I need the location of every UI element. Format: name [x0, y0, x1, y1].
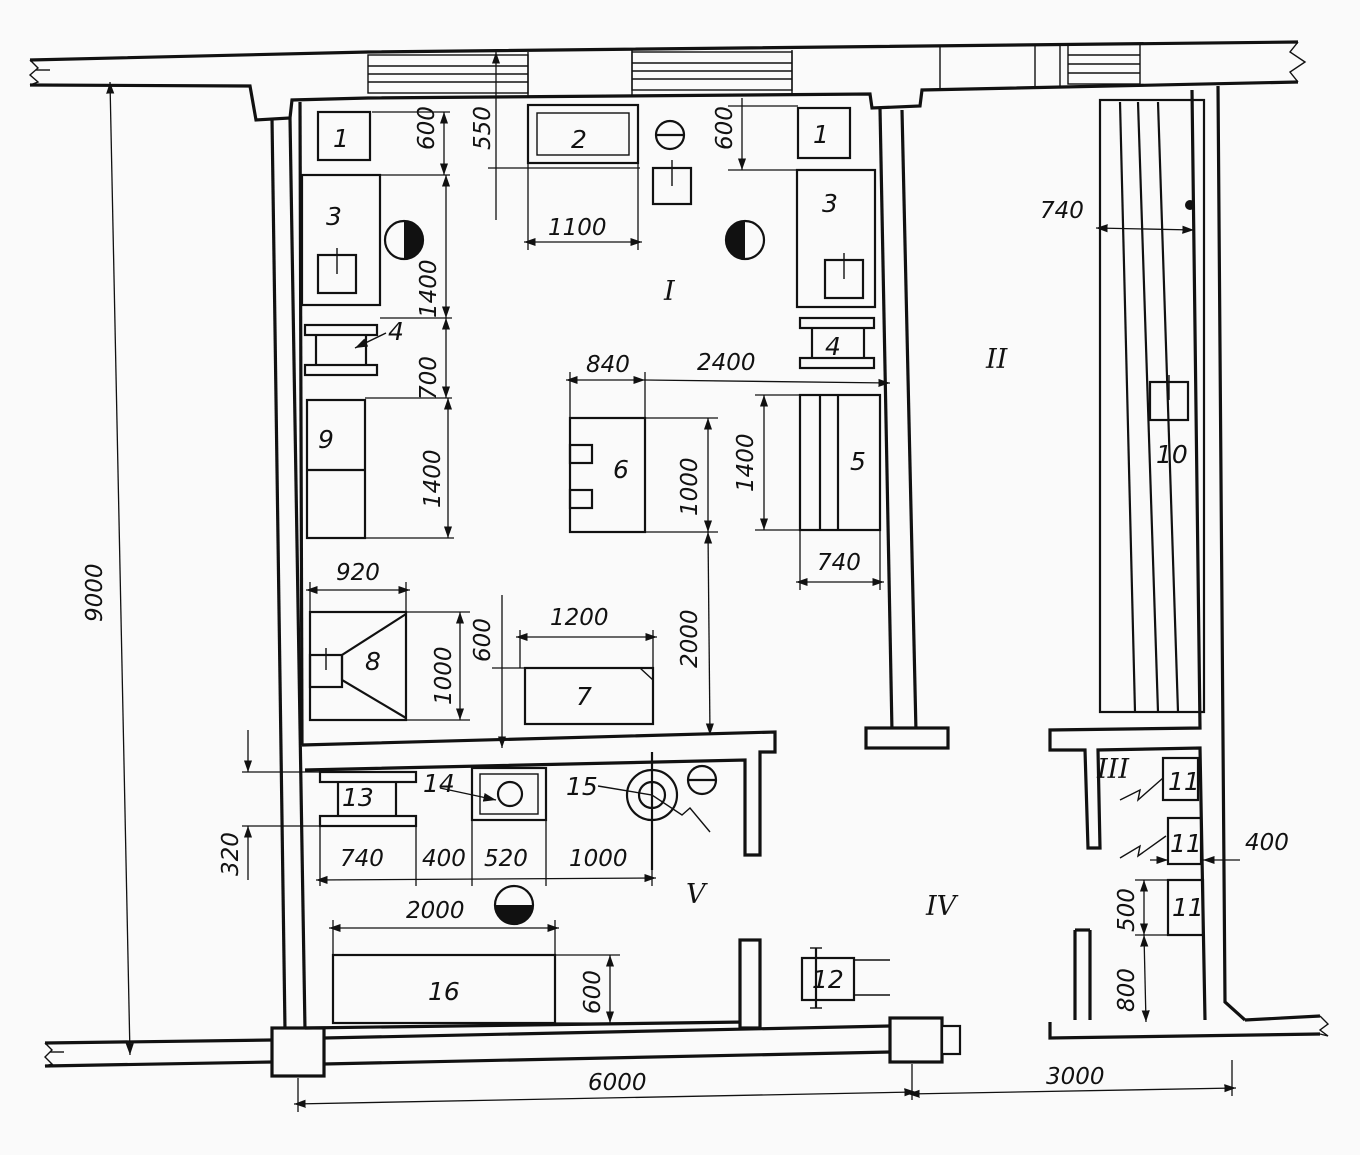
- svg-text:840: 840: [586, 352, 630, 378]
- partition-wall-I-V: [301, 730, 777, 1030]
- svg-text:3: 3: [326, 202, 342, 231]
- svg-text:1: 1: [813, 120, 829, 149]
- svg-text:1400: 1400: [733, 433, 759, 492]
- outer-wall-top: [28, 40, 1307, 122]
- item-8: 8: [308, 610, 408, 722]
- item-4-left: 4: [303, 317, 404, 377]
- dimension-labels: 600 550 1100 600 1400 700 1400 840 2400 …: [82, 106, 1289, 1096]
- svg-text:3000: 3000: [1046, 1064, 1105, 1090]
- svg-text:740: 740: [1040, 198, 1084, 224]
- svg-text:550: 550: [470, 106, 496, 150]
- svg-text:5: 5: [850, 447, 866, 476]
- svg-text:1100: 1100: [548, 215, 607, 241]
- svg-text:9: 9: [318, 425, 334, 454]
- svg-text:600: 600: [414, 106, 440, 150]
- outer-wall-left: [270, 101, 307, 1031]
- svg-text:1: 1: [333, 124, 349, 153]
- partition-wall-I-II: [864, 107, 950, 750]
- svg-text:2000: 2000: [677, 609, 703, 668]
- item-7: 7: [523, 666, 655, 726]
- svg-text:6: 6: [613, 455, 629, 484]
- svg-text:6000: 6000: [588, 1070, 647, 1096]
- svg-text:400: 400: [422, 846, 466, 872]
- item-16: 16: [331, 953, 557, 1025]
- svg-text:8: 8: [365, 647, 381, 676]
- svg-text:740: 740: [817, 550, 861, 576]
- svg-text:7: 7: [576, 682, 592, 711]
- svg-text:10: 10: [1156, 440, 1188, 469]
- svg-text:14: 14: [423, 769, 455, 798]
- item-13: 13: [318, 770, 418, 828]
- item-1-right: 1: [796, 106, 852, 160]
- room-label-I: I: [663, 276, 676, 307]
- svg-text:520: 520: [484, 846, 528, 872]
- right-walls: [1048, 85, 1247, 1022]
- drain-symbol-left: [383, 219, 425, 261]
- svg-text:1400: 1400: [420, 449, 446, 508]
- svg-text:600: 600: [470, 618, 496, 662]
- item-5: 5: [798, 393, 882, 532]
- item-6: 6: [568, 416, 647, 534]
- svg-text:1000: 1000: [569, 846, 628, 872]
- svg-text:2000: 2000: [406, 898, 465, 924]
- svg-text:400: 400: [1245, 830, 1289, 856]
- svg-text:9000: 9000: [82, 563, 108, 622]
- svg-text:800: 800: [1114, 968, 1140, 1012]
- svg-text:500: 500: [1114, 888, 1140, 932]
- svg-text:15: 15: [566, 772, 598, 801]
- outer-wall-bottom: [44, 1014, 1330, 1078]
- item-10: 10: [1098, 98, 1206, 714]
- room-label-III: III: [1096, 754, 1130, 785]
- item-11-group: 11 11 11: [1119, 756, 1205, 937]
- room-label-IV: IV: [925, 891, 959, 922]
- dimension-lines: [106, 52, 1240, 1112]
- sink-symbol-top: [651, 119, 693, 206]
- svg-text:3: 3: [822, 189, 838, 218]
- svg-text:2: 2: [571, 125, 587, 154]
- svg-text:12: 12: [812, 965, 844, 994]
- svg-text:320: 320: [218, 832, 244, 876]
- item-3-right: 3: [795, 168, 877, 309]
- item-9: 9: [305, 398, 367, 540]
- svg-text:1000: 1000: [431, 646, 457, 705]
- drain-symbol-bottom: [493, 884, 535, 926]
- room-label-V: V: [686, 879, 708, 910]
- svg-text:11: 11: [1170, 829, 1202, 858]
- svg-text:1400: 1400: [416, 259, 442, 318]
- item-14: 14: [423, 766, 548, 822]
- svg-text:4: 4: [388, 317, 404, 346]
- svg-text:740: 740: [340, 846, 384, 872]
- svg-text:2400: 2400: [697, 350, 756, 376]
- svg-text:4: 4: [825, 332, 841, 361]
- svg-text:600: 600: [580, 970, 606, 1014]
- room-label-II: II: [985, 344, 1009, 375]
- svg-text:13: 13: [342, 783, 374, 812]
- svg-text:920: 920: [336, 560, 380, 586]
- item-12: 12: [800, 947, 890, 1009]
- svg-text:16: 16: [428, 977, 460, 1006]
- drain-symbol-center: [724, 219, 766, 261]
- svg-text:700: 700: [416, 356, 442, 400]
- svg-text:1200: 1200: [550, 605, 609, 631]
- item-4-right: 4: [798, 316, 876, 370]
- item-3-left: 3: [300, 173, 382, 307]
- item-2: 2: [526, 103, 640, 165]
- svg-text:11: 11: [1172, 893, 1204, 922]
- svg-text:11: 11: [1168, 767, 1200, 796]
- item-1-left: 1: [316, 110, 372, 162]
- svg-text:600: 600: [712, 106, 738, 150]
- svg-text:1000: 1000: [677, 457, 703, 516]
